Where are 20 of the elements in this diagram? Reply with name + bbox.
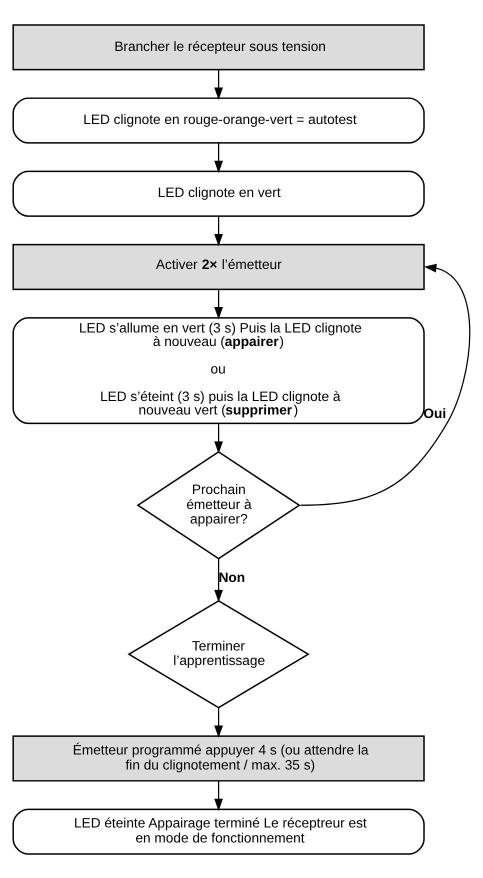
node-diamond: Terminer l’apprentissage — [127, 599, 310, 708]
node-diamond: Prochain émetteur à appairer? — [136, 450, 301, 560]
arrow — [214, 289, 223, 319]
edge-label: Non — [218, 569, 246, 584]
arrow — [214, 708, 223, 738]
node-box: Brancher le récepteur sous tension — [12, 24, 425, 70]
arrow — [214, 423, 223, 454]
node-box: LED clignote en vert — [12, 170, 425, 216]
node-box: LED clignote en rouge-orange-vert = autotest — [12, 96, 425, 144]
arrow — [214, 216, 223, 246]
arrow — [214, 142, 223, 173]
arrow — [300, 263, 470, 506]
edge-label: Oui — [423, 406, 446, 421]
node-box: Activer 2× l’émetteur — [12, 243, 425, 290]
node-box: Émetteur programmé appuyer 4 s (ou attendre la fin du clignotement / max. 35 s) — [12, 734, 425, 782]
node-box: LED s’allume en vert (3 s) Puis la LED clignote à nouveau (appairer) ou LED s’éteint (3 s) puis la LED clignote à nouveau vert (supprimer) — [12, 316, 425, 424]
arrow — [214, 558, 223, 602]
arrow — [214, 780, 223, 811]
arrow — [214, 69, 223, 100]
node-box: LED éteinte Appairage terminé Le réceptreur est en mode de fonctionnement — [12, 808, 425, 854]
